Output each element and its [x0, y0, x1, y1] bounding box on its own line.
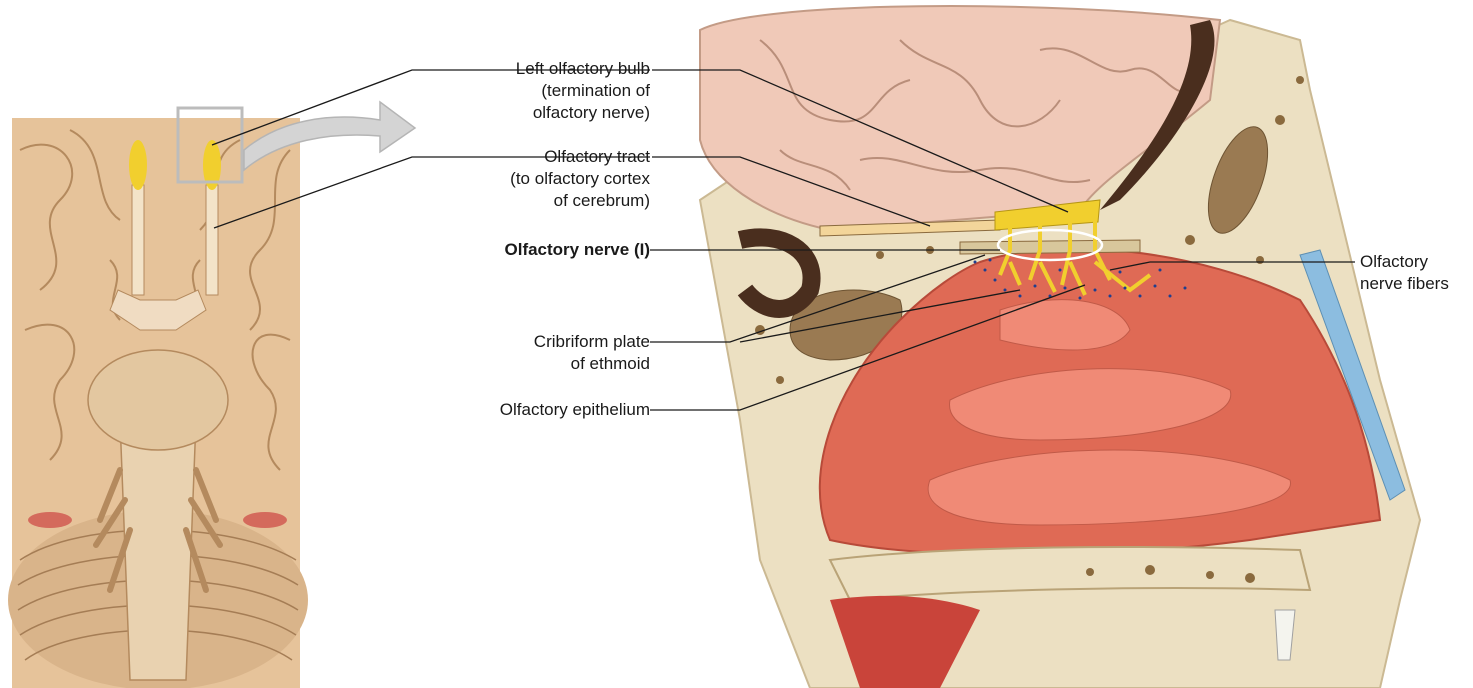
label-cribriform-line2: of ethmoid	[534, 353, 650, 375]
pons	[88, 350, 228, 450]
brain-inferior-view	[8, 102, 415, 688]
label-left-bulb-line3: olfactory nerve)	[516, 102, 650, 124]
label-left-bulb-line1: Left olfactory bulb	[516, 58, 650, 80]
label-olfactory-nerve: Olfactory nerve (I)	[505, 239, 651, 261]
vessel-right	[243, 512, 287, 528]
label-tract-line1: Olfactory tract	[510, 146, 650, 168]
olfactory-tract-left	[206, 185, 218, 295]
label-cribriform-line1: Cribriform plate	[534, 331, 650, 353]
label-olfactory-nerve-fibers: Olfactory nerve fibers	[1360, 251, 1449, 295]
label-tract-line3: of cerebrum)	[510, 190, 650, 212]
vessel-left	[28, 512, 72, 528]
label-cribriform-plate: Cribriform plate of ethmoid	[534, 331, 650, 375]
label-left-olfactory-bulb: Left olfactory bulb (termination of olfa…	[516, 58, 650, 124]
label-olfactory-epithelium: Olfactory epithelium	[500, 399, 650, 421]
olfactory-bulb-right	[129, 140, 147, 190]
nasal-sagittal-view	[700, 6, 1420, 688]
label-olfactory-tract: Olfactory tract (to olfactory cortex of …	[510, 146, 650, 212]
olfactory-tract-right	[132, 185, 144, 295]
label-fibers-line1: Olfactory	[1360, 251, 1449, 273]
label-left-bulb-line2: (termination of	[516, 80, 650, 102]
cribriform-plate	[960, 240, 1140, 254]
label-fibers-line2: nerve fibers	[1360, 273, 1449, 295]
label-tract-line2: (to olfactory cortex	[510, 168, 650, 190]
